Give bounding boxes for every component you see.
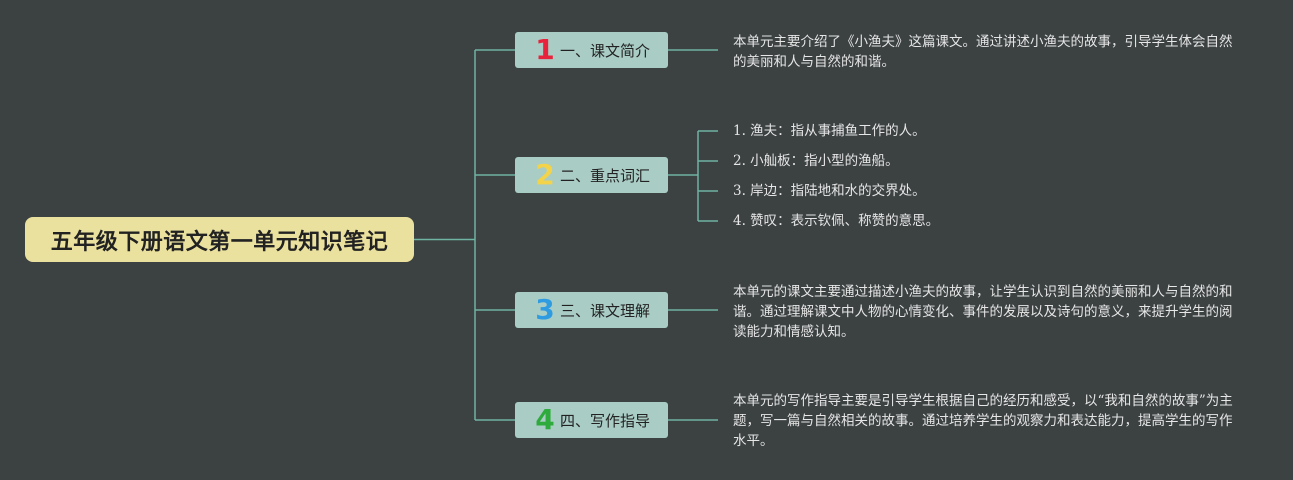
branch-text-understanding[interactable]: 3 三、课文理解	[515, 292, 668, 328]
vocab-item: 1. 渔夫：指从事捕鱼工作的人。	[733, 123, 926, 139]
branch-course-intro[interactable]: 1 一、课文简介	[515, 32, 668, 68]
branch-label: 四、写作指导	[560, 411, 651, 430]
number-2-icon: 2	[535, 158, 555, 191]
branch-label: 二、重点词汇	[560, 166, 651, 185]
number-4-icon: 4	[535, 403, 555, 436]
writing-guidance-text: 本单元的写作指导主要是引导学生根据自己的经历和感受，以“我和自然的故事”为主题，…	[733, 393, 1233, 449]
root-topic[interactable]: 五年级下册语文第一单元知识笔记	[25, 217, 414, 262]
text-understanding-text: 本单元的课文主要通过描述小渔夫的故事，让学生认识到自然的美丽和人与自然的和谐。通…	[733, 284, 1233, 340]
vocab-item: 3. 岸边：指陆地和水的交界处。	[733, 183, 926, 199]
vocab-item: 4. 赞叹：表示钦佩、称赞的意思。	[733, 213, 940, 229]
root-title: 五年级下册语文第一单元知识笔记	[50, 229, 389, 255]
branch-label: 一、课文简介	[560, 41, 651, 60]
course-intro-text: 本单元主要介绍了《小渔夫》这篇课文。通过讲述小渔夫的故事，引导学生体会自然的美丽…	[733, 34, 1233, 70]
branch-label: 三、课文理解	[560, 301, 651, 320]
vocab-item: 2. 小舢板：指小型的渔船。	[733, 153, 899, 169]
number-3-icon: 3	[535, 293, 555, 326]
branch-writing-guidance[interactable]: 4 四、写作指导	[515, 402, 668, 438]
branch-key-vocabulary[interactable]: 2 二、重点词汇	[515, 157, 668, 193]
number-1-icon: 1	[535, 33, 555, 66]
